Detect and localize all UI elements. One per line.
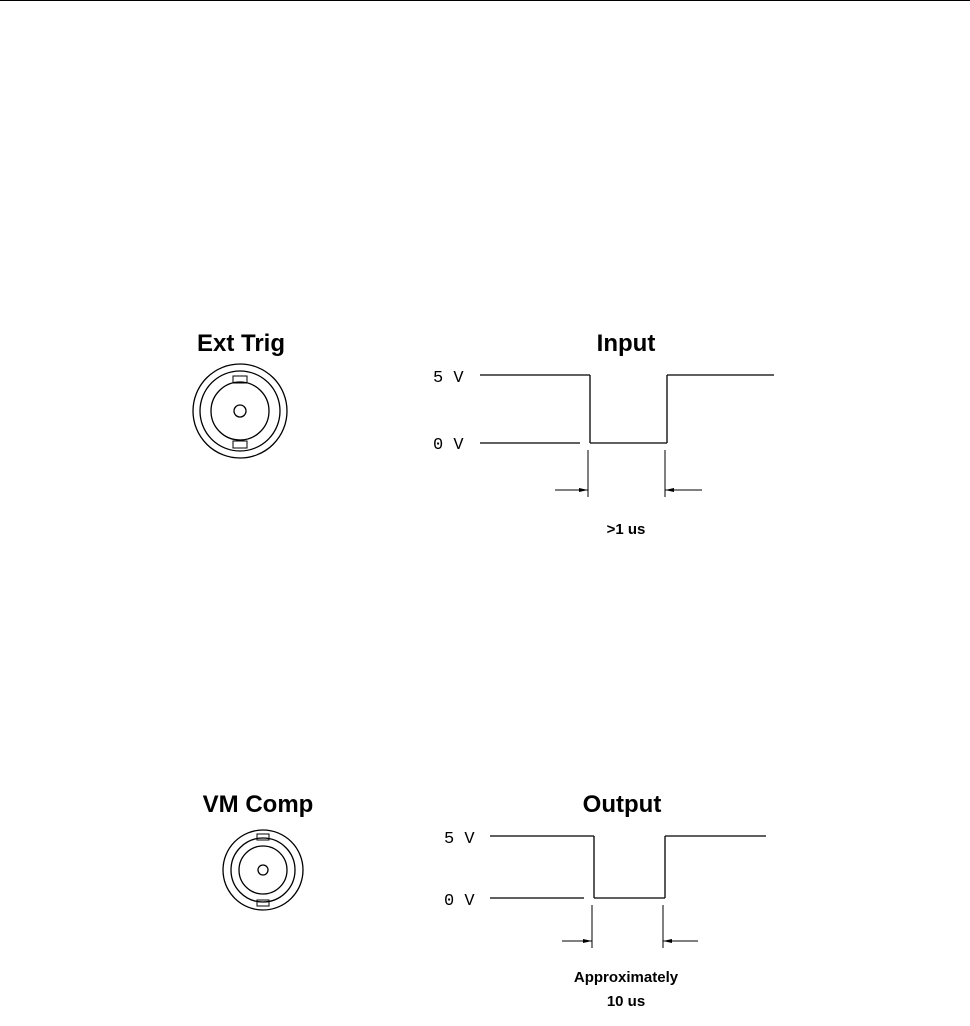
output-waveform-title: Output	[583, 791, 662, 818]
input-waveform	[480, 374, 774, 444]
output-waveform	[490, 835, 766, 899]
vm-comp-label: VM Comp	[203, 791, 314, 818]
bnc-connector-icon	[192, 363, 288, 459]
input-pulse-width-note: >1 us	[607, 521, 646, 538]
input-waveform-title: Input	[597, 330, 656, 357]
input-low-level-label: 0 V	[433, 436, 464, 455]
output-pulse-width-note-line2: 10 us	[607, 993, 645, 1010]
output-pulse-width-note-line1: Approximately	[574, 969, 679, 986]
ext-trig-label: Ext Trig	[197, 330, 285, 357]
output-high-level-label: 5 V	[444, 830, 475, 849]
input-pulse-width-dimension	[555, 450, 702, 497]
input-high-level-label: 5 V	[433, 369, 464, 388]
bnc-connector-icon	[222, 829, 304, 911]
top-border-line	[0, 0, 970, 1]
output-pulse-width-dimension	[562, 905, 698, 948]
output-section: VM Comp Output 5 V 0 V Approximately	[203, 791, 766, 1010]
output-low-level-label: 0 V	[444, 892, 475, 911]
input-section: Ext Trig Input 5 V 0 V >1 us	[192, 330, 774, 538]
